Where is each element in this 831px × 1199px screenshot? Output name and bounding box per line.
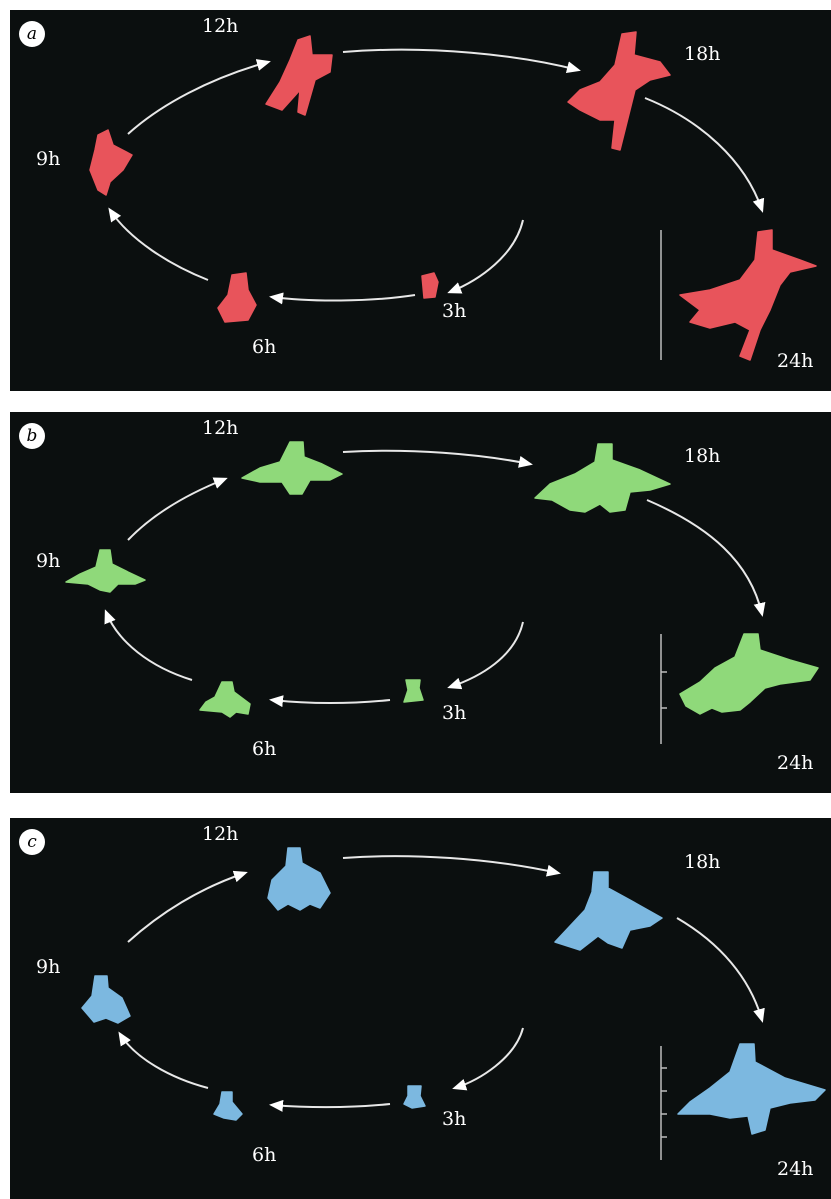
panel-a-graphics: [89, 31, 817, 361]
panel-c: c 3h 6h 9h 12h 18h 24h: [10, 818, 831, 1199]
structure-3h: [403, 679, 424, 703]
panel-b: b 3h 6h 9h 12h 18h 24h: [10, 412, 831, 793]
time-label-9h: 9h: [36, 956, 61, 978]
arrow-12h-to-18h: [342, 855, 561, 877]
structure-9h: [81, 975, 131, 1024]
panel-label: a: [19, 21, 45, 47]
arrow-9h-to-12h: [127, 870, 248, 943]
panel-b-graphics: [65, 441, 819, 744]
time-label-24h: 24h: [777, 350, 814, 372]
structure-12h: [241, 441, 343, 495]
time-label-9h: 9h: [36, 550, 61, 572]
panel-a: a 3h 6h 9h 12h 18h 24h: [10, 10, 831, 391]
structure-3h: [421, 272, 439, 299]
time-label-18h: 18h: [684, 445, 721, 467]
time-label-18h: 18h: [684, 851, 721, 873]
arrow-9h-to-12h: [127, 59, 271, 135]
structure-24h: [679, 633, 819, 715]
structure-12h: [265, 35, 333, 116]
time-label-6h: 6h: [252, 336, 277, 358]
arrow-3h-to-6h-b: [269, 695, 391, 708]
arrow-18h-to-24h: [646, 499, 766, 617]
arrow-6h-to-9h: [118, 1031, 209, 1089]
time-label-3h: 3h: [442, 1108, 467, 1130]
structure-6h: [217, 272, 257, 323]
panel-c-graphics: [81, 847, 826, 1160]
structure-12h: [267, 847, 331, 911]
time-label-24h: 24h: [777, 752, 814, 774]
time-label-9h: 9h: [36, 148, 61, 170]
time-label-24h: 24h: [777, 1158, 814, 1180]
structure-24h: [679, 229, 817, 361]
arrow-3h-to-6h: [452, 1027, 524, 1091]
structure-9h: [65, 549, 146, 593]
structure-6h: [213, 1091, 243, 1121]
panel-label: c: [19, 829, 45, 855]
arrow-6h-to-9h: [108, 207, 209, 281]
arrow-3h-to-6h-b: [269, 1099, 391, 1112]
time-label-18h: 18h: [684, 43, 721, 65]
arrow-3h-to-6h: [447, 219, 524, 294]
arrow-3h-to-6h: [447, 621, 524, 690]
structure-9h: [89, 129, 133, 196]
panel-label: b: [19, 423, 45, 449]
arrow-12h-to-18h: [342, 48, 581, 74]
arrow-3h-to-6h-b: [269, 292, 416, 305]
arrow-9h-to-12h: [127, 477, 228, 541]
arrow-6h-to-9h: [104, 609, 193, 681]
time-label-12h: 12h: [202, 15, 239, 37]
structure-3h: [403, 1085, 426, 1109]
time-label-12h: 12h: [202, 417, 239, 439]
structure-18h: [534, 443, 671, 513]
time-label-6h: 6h: [252, 1144, 277, 1166]
structure-24h: [677, 1043, 826, 1135]
arrow-18h-to-24h: [676, 917, 765, 1023]
arrow-12h-to-18h: [342, 449, 533, 468]
structure-18h: [554, 871, 663, 951]
structure-18h: [567, 31, 671, 151]
time-label-3h: 3h: [442, 702, 467, 724]
arrow-18h-to-24h: [644, 97, 765, 213]
time-label-6h: 6h: [252, 738, 277, 760]
time-label-3h: 3h: [442, 300, 467, 322]
structure-6h: [199, 681, 251, 718]
time-label-12h: 12h: [202, 823, 239, 845]
